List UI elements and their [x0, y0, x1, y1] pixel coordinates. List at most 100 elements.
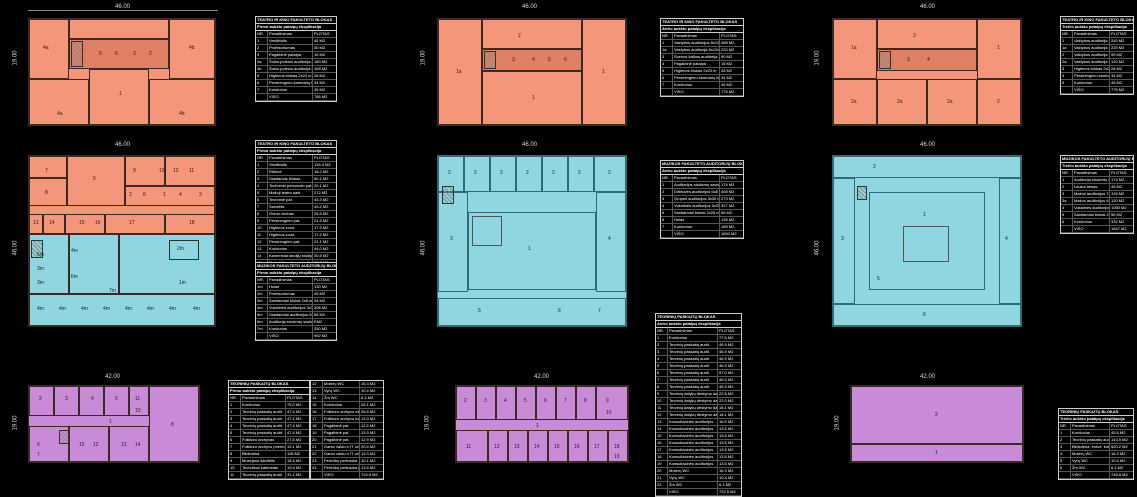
- table-title: MUZIKOS FAKULTETO AUDITORIJŲ BLOKAS: [256, 263, 336, 270]
- table-cell: Vokalinės auditorijos 10x23 m: [1074, 205, 1110, 211]
- table-cell: 43.3 M2: [314, 197, 329, 202]
- table-cell: Pertrūkų pertrauka: [323, 458, 360, 464]
- room-label: 6: [143, 192, 146, 198]
- table-cell: 6: [661, 75, 673, 81]
- room-label: 4: [532, 57, 535, 63]
- table-cell: Koridorius: [668, 335, 718, 341]
- room-label: 7: [45, 168, 48, 174]
- room-label: 5: [115, 396, 118, 402]
- table-t5: TEATRO IR KINO FAKULTETO BLOKAS Antro au…: [660, 18, 744, 97]
- table-cell: [661, 89, 673, 95]
- room: [105, 214, 165, 234]
- room-label: 7: [37, 452, 40, 458]
- table-cell: 16.3 M2: [1111, 451, 1126, 456]
- table-cell: Profesoriumas: [268, 45, 313, 51]
- table-cell: 9: [656, 391, 668, 397]
- table-cell: 27.6 M2: [287, 437, 302, 442]
- room-label: 2: [474, 170, 477, 176]
- room-label: 2a: [851, 99, 857, 105]
- table-cell: 2: [256, 169, 268, 175]
- table-cell: Mažoji teatro salė: [268, 190, 313, 196]
- table-cell: 7m: [256, 326, 268, 332]
- room-label: 13: [121, 442, 127, 448]
- table-cell: Pagalbinė pat.: [323, 423, 360, 429]
- room-label: 14: [49, 220, 55, 226]
- table-cell: 9: [256, 218, 268, 224]
- table-cell: Biblioteka, erdvė, konsultacijoms: [1072, 444, 1110, 450]
- room-label: 7: [598, 308, 601, 314]
- table-cell: Konsultacinės auditorijos: [668, 447, 718, 453]
- table-cell: Profesoriumas: [268, 291, 313, 297]
- room-label: 4b: [189, 45, 195, 51]
- table-cell: Konsultacinės auditorijos: [668, 454, 718, 460]
- room-label: 7m: [109, 288, 116, 294]
- dim-bottom-width-3: 42.00: [920, 374, 936, 380]
- table-cell: Sanitariniai blokai 2x28 m: [1074, 212, 1110, 218]
- table-cell: Šokio-judesio auditorija 8x9 m: [268, 66, 313, 72]
- room: [548, 430, 568, 462]
- table-cell: 8: [256, 211, 268, 217]
- plan-floor2-theatre: 1a 2 3 1 4 5 6 1: [437, 18, 627, 126]
- table-title: TEATRO IR KINO FAKULTETO BLOKAS: [256, 17, 336, 24]
- room: [482, 49, 582, 71]
- table-cell: 2: [661, 189, 673, 195]
- room: [29, 214, 43, 234]
- room-label: 11: [189, 168, 195, 174]
- table-subtitle: Antro aukšto patalpų eksplikacija: [661, 168, 743, 175]
- head-cell: Pavadinimas: [268, 277, 313, 283]
- table-subtitle: Pirmo aukšto patalpų eksplikacija: [256, 148, 336, 155]
- dim-mid-height-3: 46.00: [814, 240, 821, 256]
- table-cell: 13.5 M2: [719, 440, 734, 445]
- table-cell: 56 M2: [721, 210, 733, 215]
- room: [464, 156, 490, 192]
- table-cell: 30 M2: [314, 45, 326, 50]
- table-cell: 2a: [1061, 59, 1073, 65]
- table-cell: 3: [661, 54, 673, 60]
- table-cell: 34 M2: [314, 80, 326, 85]
- table-cell: 4b: [256, 66, 268, 72]
- room-label: 2: [997, 99, 1000, 105]
- head-cell: Pavadinimas: [241, 395, 286, 401]
- table-cell: 4: [661, 203, 673, 209]
- room-label: 2: [448, 170, 451, 176]
- room: [482, 19, 582, 49]
- table-cell: Grupės auditorijos 3x30 m: [674, 196, 720, 202]
- room: [169, 240, 199, 260]
- table-t4: TEORINIŲ PASKAITŲ BLOKAS Pirmo aukšto pa…: [228, 380, 310, 480]
- table-cell: Rūbinė: [268, 169, 313, 175]
- table-cell: Holas: [268, 284, 313, 290]
- room: [833, 19, 877, 79]
- table-subtitle: Trečio aukšto patalpų eksplikacija: [1059, 416, 1133, 423]
- room: [608, 430, 628, 462]
- table-cell: 1847 M2: [1111, 226, 1127, 231]
- room-label: 18: [189, 220, 195, 226]
- table-title: TEATRO IR KINO FAKULTETO BLOKAS: [256, 141, 336, 148]
- table-cell: Šokio-judesio auditorija 8x9 m: [268, 59, 313, 65]
- table-cell: 6.1 M2: [1111, 465, 1124, 470]
- room: [67, 156, 125, 206]
- room-label: 9: [133, 168, 136, 174]
- table-cell: 8: [229, 451, 241, 457]
- dim-side-height-2: 19.00: [420, 50, 427, 66]
- table-cell: Žm WC: [323, 395, 360, 401]
- table-cell: 45 M2: [1111, 184, 1123, 189]
- room-label: 1: [119, 91, 122, 97]
